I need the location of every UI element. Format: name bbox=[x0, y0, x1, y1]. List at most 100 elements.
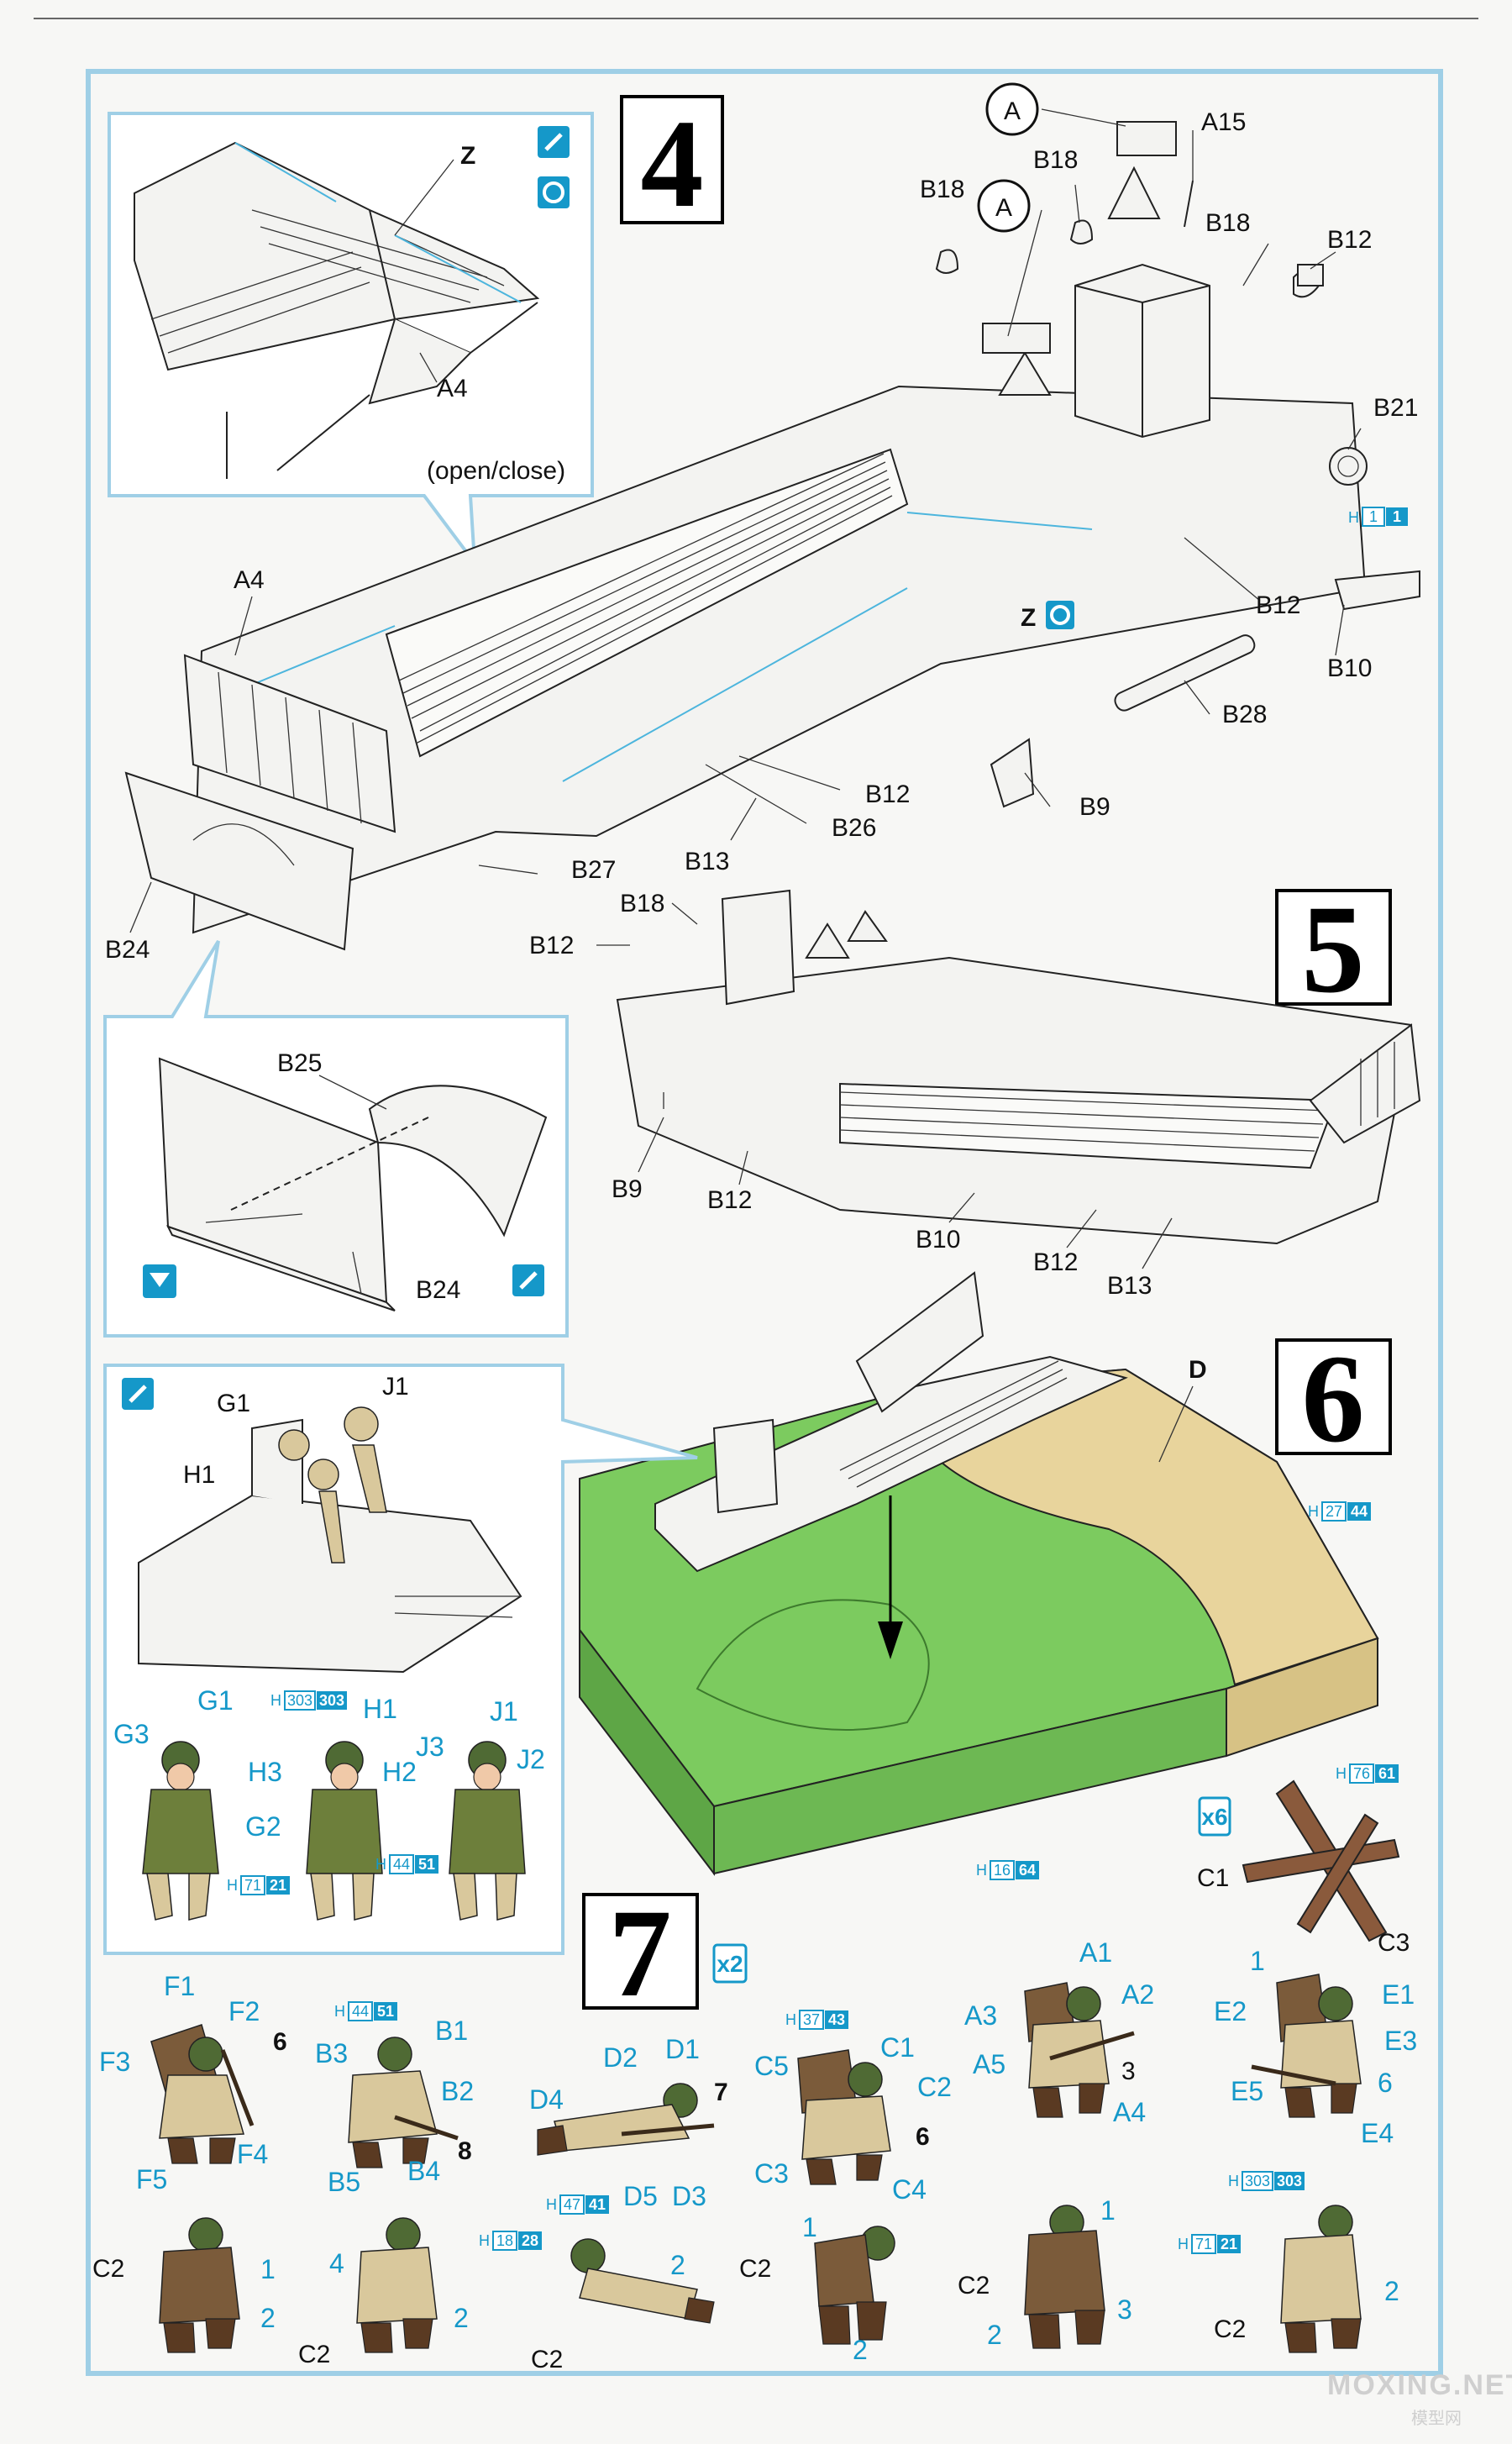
svg-text:51: 51 bbox=[377, 2003, 394, 2020]
inset-label-open-close: (open/close) bbox=[427, 457, 565, 485]
e-label-e4: E4 bbox=[1361, 2118, 1394, 2148]
fig-label-j2: J2 bbox=[517, 1744, 545, 1774]
c-label-c1: C1 bbox=[880, 2032, 915, 2063]
step7-paint-2: H 37 43 bbox=[785, 2010, 848, 2030]
svg-text:41: 41 bbox=[589, 2196, 606, 2213]
svg-text:44: 44 bbox=[393, 1856, 410, 1873]
svg-text:44: 44 bbox=[1351, 1503, 1368, 1520]
svg-text:76: 76 bbox=[1353, 1765, 1370, 1782]
svg-text:21: 21 bbox=[1221, 2236, 1237, 2252]
step-5-number: 5 bbox=[1302, 880, 1365, 1019]
paint-ref-hedgehog: H 76 61 bbox=[1336, 1763, 1399, 1784]
step6-label-d: D bbox=[1189, 1356, 1207, 1384]
fig-label-g3: G3 bbox=[113, 1719, 150, 1749]
back2-label-c2: C2 bbox=[298, 2341, 330, 2368]
back6-label-c2: C2 bbox=[1214, 2315, 1246, 2343]
crew-paint-1: H 303 303 bbox=[270, 1690, 347, 1711]
step5-label-b18: B18 bbox=[620, 890, 664, 917]
fig-label-g1: G1 bbox=[197, 1685, 234, 1716]
crew-figure-j bbox=[449, 1741, 526, 1921]
back5-label-c2: C2 bbox=[958, 2272, 990, 2299]
svg-text:H: H bbox=[479, 2232, 490, 2249]
svg-text:H: H bbox=[1308, 1503, 1319, 1520]
inset-label-a4: A4 bbox=[437, 375, 468, 402]
ramp-outline bbox=[134, 141, 540, 371]
a-label-a1: A1 bbox=[1079, 1937, 1112, 1968]
e-label-e3: E3 bbox=[1384, 2026, 1417, 2056]
label-a15: A15 bbox=[1201, 108, 1246, 136]
step7-paint-5: H 303 303 bbox=[1228, 2171, 1305, 2191]
back5-label-2: 2 bbox=[987, 2320, 1002, 2350]
label-b18-c: B18 bbox=[1205, 209, 1250, 237]
label-b24: B24 bbox=[105, 936, 150, 964]
svg-text:H: H bbox=[270, 1692, 281, 1709]
back-figure-2 bbox=[356, 2217, 438, 2353]
fig-label-g2: G2 bbox=[245, 1811, 281, 1842]
label-b18-a: B18 bbox=[1033, 146, 1078, 174]
crew-figure-g bbox=[142, 1741, 219, 1921]
svg-text:H: H bbox=[1336, 1765, 1347, 1782]
a-label-a5: A5 bbox=[973, 2049, 1005, 2079]
page-frame bbox=[86, 69, 1443, 2376]
back6-label-2: 2 bbox=[1384, 2276, 1399, 2306]
d-label-d1: D1 bbox=[665, 2034, 700, 2064]
c-label-c3: C3 bbox=[754, 2158, 789, 2189]
step5-label-b12-b: B12 bbox=[707, 1186, 752, 1214]
back3-label-c2: C2 bbox=[531, 2346, 563, 2373]
label-b12-b: B12 bbox=[1256, 591, 1300, 619]
fig-label-j1: J1 bbox=[490, 1696, 518, 1727]
step5-hull-drawing: B18 B12 B9 B12 B10 B12 B13 bbox=[529, 889, 1421, 1300]
step-7-number: 7 bbox=[609, 1884, 672, 2023]
inset2-label-b24: B24 bbox=[416, 1276, 460, 1304]
svg-text:28: 28 bbox=[522, 2232, 538, 2249]
label-b27: B27 bbox=[571, 856, 616, 884]
figure-b bbox=[348, 2037, 459, 2168]
label-z: Z bbox=[1021, 604, 1036, 632]
crew-label-j1: J1 bbox=[382, 1373, 409, 1401]
step7-paint-3: H 47 41 bbox=[546, 2194, 609, 2215]
hedgehog-label-c3: C3 bbox=[1378, 1929, 1410, 1957]
b-label-b3: B3 bbox=[315, 2038, 348, 2068]
f-label-f2: F2 bbox=[228, 1996, 260, 2026]
svg-text:303: 303 bbox=[319, 1692, 344, 1709]
svg-text:37: 37 bbox=[803, 2011, 820, 2028]
label-b9: B9 bbox=[1079, 793, 1110, 821]
inset-label-z: Z bbox=[460, 142, 475, 170]
back-figure-5 bbox=[1024, 2205, 1105, 2349]
b-label-b2: B2 bbox=[441, 2076, 474, 2106]
figure-d bbox=[537, 2083, 715, 2156]
back4-label-1: 1 bbox=[802, 2212, 817, 2242]
x2-badge bbox=[712, 1943, 748, 1984]
step-4-number: 4 bbox=[641, 94, 704, 234]
svg-text:303: 303 bbox=[1245, 2173, 1270, 2189]
svg-text:H: H bbox=[976, 1862, 987, 1879]
step4-ramp-inset: Z A4 (open/close) bbox=[108, 112, 594, 569]
label-b10: B10 bbox=[1327, 654, 1372, 682]
svg-text:71: 71 bbox=[1195, 2236, 1212, 2252]
a-label-a3: A3 bbox=[964, 2000, 997, 2031]
svg-text:18: 18 bbox=[496, 2232, 513, 2249]
a-label-a2: A2 bbox=[1121, 1979, 1154, 2010]
back4-label-c2: C2 bbox=[739, 2255, 771, 2283]
d-label-d5: D5 bbox=[623, 2181, 658, 2211]
svg-text:27: 27 bbox=[1326, 1503, 1342, 1520]
step5-label-b12-a: B12 bbox=[529, 932, 574, 959]
fig-label-h1: H1 bbox=[363, 1694, 397, 1724]
back4-label-2: 2 bbox=[853, 2335, 868, 2365]
crew-label-g1: G1 bbox=[217, 1390, 250, 1417]
callout-a-mid bbox=[977, 179, 1031, 233]
label-a4: A4 bbox=[234, 566, 265, 594]
c-label-c2: C2 bbox=[917, 2072, 952, 2102]
d-label-d4: D4 bbox=[529, 2084, 564, 2115]
c-label-c4: C4 bbox=[892, 2174, 927, 2205]
back-figure-4 bbox=[814, 2226, 895, 2345]
crew-inset: G1 J1 H1 G1 G3 G2 H1 H3 H2 J1 J3 bbox=[103, 1364, 698, 1955]
label-b21: B21 bbox=[1373, 394, 1418, 422]
back5-label-1: 1 bbox=[1100, 2195, 1116, 2226]
svg-text:44: 44 bbox=[352, 2003, 369, 2020]
svg-text:H: H bbox=[546, 2196, 557, 2213]
paint-code-a: 1 bbox=[1369, 508, 1378, 525]
step5-label-b12-c: B12 bbox=[1033, 1248, 1078, 1276]
fig-label-h3: H3 bbox=[248, 1757, 282, 1787]
